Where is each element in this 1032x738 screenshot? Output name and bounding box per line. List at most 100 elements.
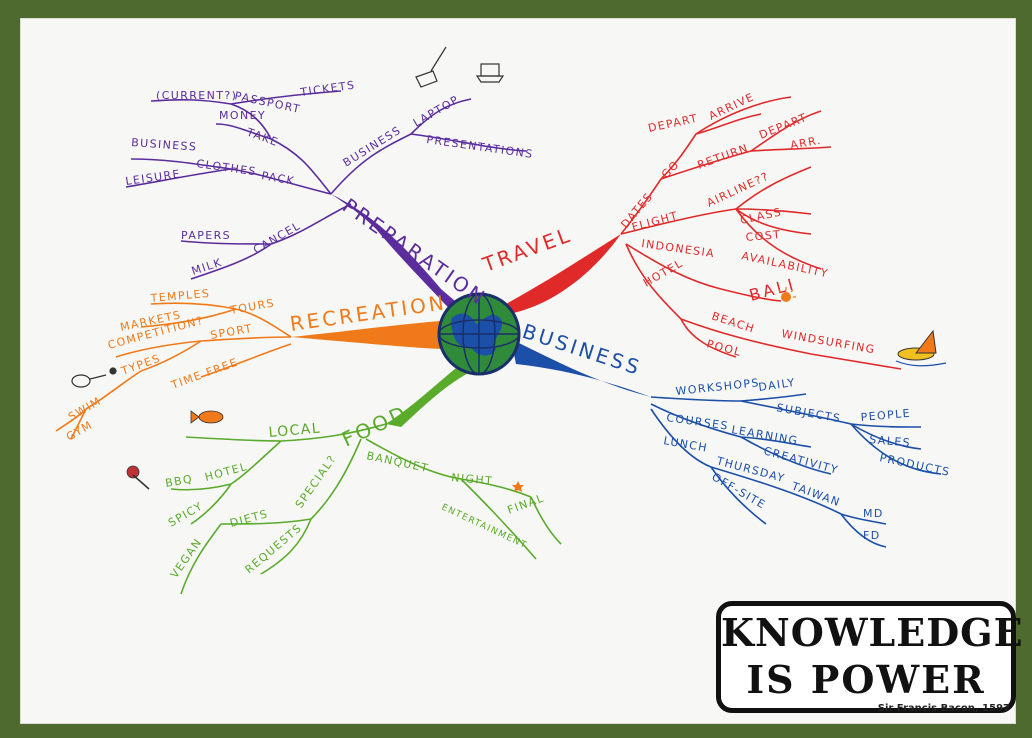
branch-line [235, 308, 292, 338]
branch-line [125, 168, 232, 188]
branch-label-preparation: PREPARATION [338, 193, 491, 310]
paper-sheet: PREPARATION TAKE MONEY (CURRENT?) PASSPO… [20, 18, 1024, 724]
label-business-clothes: BUSINESS [131, 136, 198, 154]
label-arr: ARR. [789, 134, 822, 152]
label-daily: DAILY [758, 376, 797, 394]
label-arrive: ARRIVE [707, 90, 757, 122]
branch-line [185, 436, 282, 442]
label-laptop: LAPTOP [411, 93, 462, 130]
branch-line [150, 98, 232, 105]
branch-line [115, 340, 202, 358]
label-hotel-food: HOTEL [203, 460, 249, 484]
branch-line [710, 466, 842, 515]
label-vegan: VEGAN [168, 536, 205, 581]
label-temples: TEMPLES [149, 287, 211, 305]
branch-line [750, 146, 832, 152]
label-take: TAKE [244, 125, 281, 149]
branch-label-business: BUSINESS [519, 319, 644, 380]
branch-line [365, 438, 462, 480]
branch-line [200, 336, 292, 342]
label-workshops: WORKSHOPS [675, 376, 760, 398]
label-products: PRODUCTS [878, 451, 951, 479]
label-requests: REQUESTS [243, 521, 305, 576]
quote-attribution: Sir Francis Bacon, 1597 [877, 703, 1010, 714]
branch-line [740, 400, 852, 425]
branch-line [740, 436, 832, 475]
branch-line [270, 138, 332, 195]
branch-line [330, 133, 412, 195]
branch-line [530, 496, 562, 545]
branch-line [710, 466, 767, 525]
branch-line [280, 423, 387, 442]
label-subjects: SUBJECTS [775, 401, 842, 425]
branch-line [170, 483, 232, 491]
label-milk: MILK [190, 256, 224, 278]
label-types: TYPES [119, 352, 163, 379]
sun-icon [778, 287, 796, 302]
branch-line [840, 513, 887, 548]
travel-main-branch [491, 234, 621, 319]
branch-line [140, 340, 202, 372]
label-depart: DEPART [647, 112, 699, 135]
branch-line [750, 110, 822, 152]
label-banquet: BANQUET [365, 449, 430, 475]
label-windsurfing: WINDSURFING [780, 327, 876, 356]
branch-line [410, 98, 472, 135]
branch-line [680, 318, 737, 358]
branch-line [695, 113, 762, 135]
bbq-skewer-icon [126, 465, 150, 490]
branch-line [230, 440, 282, 485]
quote-box: KNOWLEDGE IS POWER [716, 601, 1024, 713]
branch-line [740, 436, 812, 448]
label-night: NIGHT [451, 471, 494, 488]
branch-line [735, 166, 812, 210]
label-bbq: BBQ [164, 472, 194, 490]
label-people: PEOPLE [860, 407, 911, 424]
branch-line [150, 302, 237, 310]
branch-line [850, 423, 922, 428]
branch-line [735, 208, 822, 270]
branch-line [220, 518, 312, 525]
branch-line [680, 318, 812, 355]
branch-line [190, 483, 232, 525]
branch-line [230, 168, 332, 195]
branch-line [810, 353, 902, 370]
branch-line [625, 243, 682, 320]
branch-line [55, 408, 87, 432]
branch-line [130, 158, 232, 170]
label-business: BUSINESS [341, 123, 404, 169]
branch-line [720, 288, 782, 302]
branch-line [660, 150, 752, 180]
label-diets: DIETS [228, 507, 269, 530]
recreation-main-branch [291, 321, 441, 349]
branch-line [260, 518, 312, 575]
branch-line [180, 240, 272, 245]
preparation-main-branch [331, 194, 476, 321]
quote-line-1: KNOWLEDGE [721, 610, 1024, 655]
label-money: MONEY [219, 109, 266, 122]
label-papers: PAPERS [181, 229, 231, 242]
label-sales: SALES [869, 433, 912, 450]
label-clothes: CLOTHES [196, 157, 258, 178]
globe-icon [437, 292, 521, 376]
label-spicy: SPICY [166, 499, 205, 529]
label-return: RETURN [696, 141, 751, 172]
phone-icon [415, 46, 447, 88]
branch-line [625, 243, 722, 290]
branch-line [85, 370, 142, 410]
label-special: SPECIAL? [293, 452, 339, 510]
branch-line [140, 308, 237, 328]
mind-map: PREPARATION TAKE MONEY (CURRENT?) PASSPO… [55, 46, 952, 595]
label-taiwan: TAIWAN [789, 479, 842, 509]
branch-line [200, 343, 292, 378]
branch-line [650, 408, 712, 468]
label-courses: COURSES [666, 411, 730, 433]
laptop-icon [475, 63, 505, 83]
branch-line [735, 208, 812, 235]
branch-line [215, 123, 272, 140]
branch-line [180, 523, 222, 595]
food-main-branch [386, 364, 476, 427]
moon-star-icon [496, 477, 524, 492]
label-tickets: TICKETS [299, 78, 357, 99]
